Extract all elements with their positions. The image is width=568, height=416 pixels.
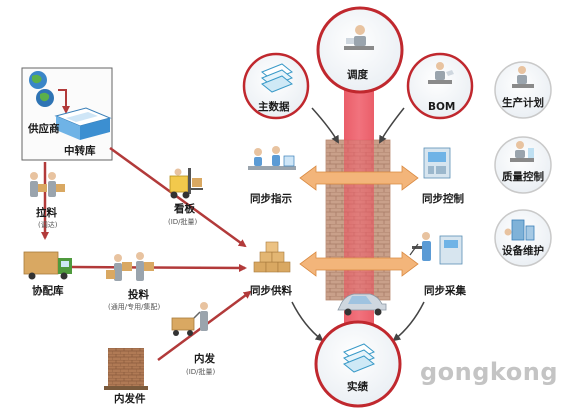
sync-arrow-bottom: [299, 251, 419, 277]
label-dispatch-material-sub: (通用/专用/集配): [108, 303, 161, 311]
forklift-icon: [169, 168, 203, 199]
supplier-box: [21, 67, 113, 161]
scanner-worker-icon: [412, 232, 463, 265]
label-transfer-warehouse: 中转库: [64, 145, 96, 157]
label-kanban: 看板: [174, 203, 195, 215]
scan-beam: [409, 243, 419, 256]
circle-master-data: [242, 52, 310, 120]
label-distribution-warehouse: 协配库: [32, 285, 64, 297]
label-pull-material-sub: (调达): [38, 221, 58, 229]
label-supplier: 供应商: [28, 123, 60, 135]
dispatch-workers-icon: [106, 252, 154, 281]
bom-worker-icon: [428, 62, 454, 84]
label-scheduling: 调度: [347, 69, 368, 81]
label-kanban-sub: (ID/批量): [168, 218, 198, 226]
label-inner-dispatch-sub: (ID/批量): [186, 368, 216, 376]
planner-icon: [512, 66, 534, 88]
warehouse-icon: [54, 107, 112, 140]
watermark: gongkong: [420, 358, 559, 386]
brick-pallet-icon: [104, 348, 148, 390]
label-sync-supply: 同步供料: [250, 285, 292, 297]
arrow-distribution-to-supply: [71, 263, 247, 272]
label-master-data: 主数据: [258, 101, 290, 113]
arrow-transfer-to-supply: [109, 146, 247, 248]
results-docs-icon: [343, 343, 375, 373]
label-inner-parts: 内发件: [114, 393, 146, 405]
left-flow-arrows: [41, 146, 252, 362]
sync-arrow-top: [299, 165, 419, 191]
label-sync-control: 同步控制: [422, 193, 464, 205]
circle-scheduling: [316, 6, 404, 94]
label-pull-material: 拉料: [36, 207, 57, 219]
scheduler-person-icon: [344, 25, 374, 50]
label-production-plan: 生产计划: [502, 97, 544, 109]
label-sync-instruction: 同步指示: [250, 193, 292, 205]
label-results: 实绩: [347, 381, 368, 393]
truck-icon: [23, 251, 72, 280]
documents-icon: [261, 63, 293, 93]
central-wall: [325, 60, 391, 350]
sync-arrows: [299, 165, 419, 277]
label-quality-control: 质量控制: [502, 171, 544, 183]
supplier-internal-arrow: [58, 89, 70, 114]
inspector-icon: [510, 141, 534, 162]
globe-icon: [29, 71, 54, 107]
circle-production-plan: [494, 61, 552, 119]
cart-worker-icon: [171, 302, 208, 336]
circle-results: [314, 320, 402, 408]
circle-equipment-maintenance: [494, 209, 552, 267]
sync-instruction-icon: [248, 146, 296, 170]
car-icon: [337, 293, 387, 316]
label-dispatch-material: 投料: [128, 289, 149, 301]
label-bom: BOM: [428, 101, 456, 113]
label-inner-dispatch: 内发: [194, 353, 215, 365]
control-cabinet-icon: [423, 147, 451, 179]
label-equipment-maintenance: 设备维护: [502, 245, 544, 257]
box-stack-icon: [253, 241, 291, 273]
circle-quality-control: [494, 136, 552, 194]
maintenance-icon: [504, 219, 535, 241]
pull-material-icon: [30, 172, 65, 197]
circle-bom: [406, 52, 474, 120]
label-sync-collection: 同步采集: [424, 285, 466, 297]
core-curved-arrows: [291, 107, 425, 342]
